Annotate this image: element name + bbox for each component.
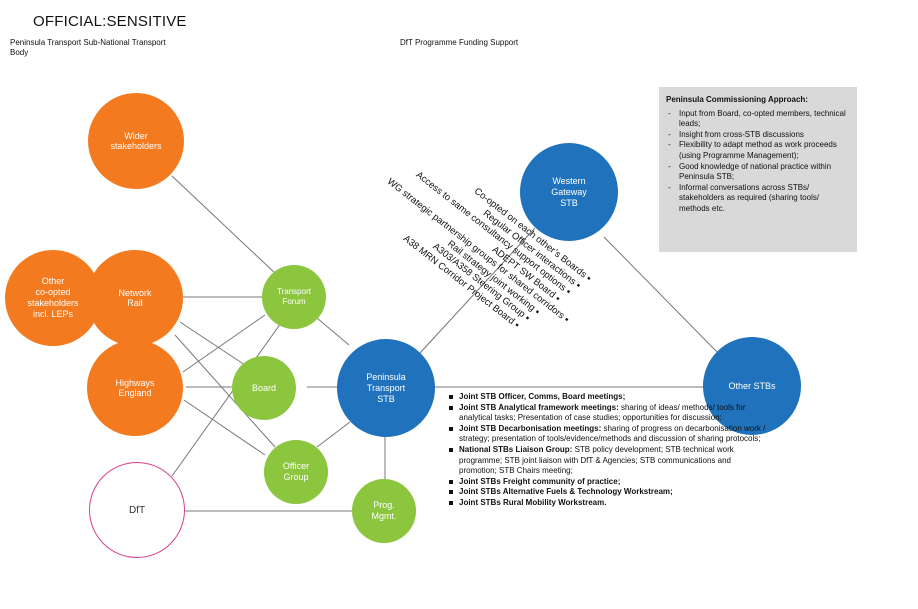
node-peninsula-transport-stb: Peninsula Transport STB	[337, 339, 435, 437]
edge-highways-forum	[182, 314, 266, 373]
node-other-stbs: Other STBs	[703, 337, 801, 435]
edge-rail-board	[179, 321, 246, 366]
approach-title: Peninsula Commissioning Approach:	[666, 95, 808, 104]
center-title: DfT Programme Funding Support	[400, 38, 519, 47]
left-title: Peninsula Transport Sub-National Transpo…	[10, 38, 166, 57]
approach-item: Informal conversations across STBs/ stak…	[666, 183, 851, 215]
activity-item: Joint STBs Freight community of practice…	[447, 477, 767, 488]
approach-item: Good knowledge of national practice with…	[666, 162, 851, 183]
node-western-gateway-stb: Western Gateway STB	[520, 143, 618, 241]
activity-item: Joint STB Decarbonisation meetings: shar…	[447, 424, 767, 445]
node-prog-mgmt: Prog. Mgmt.	[352, 479, 416, 543]
node-dft: DfT	[89, 462, 185, 558]
node-board: Board	[232, 356, 296, 420]
node-other-coopted-stakeholders: Other co-opted stakeholders incl. LEPs	[5, 250, 101, 346]
activity-item: National STBs Liaison Group: STB policy …	[447, 445, 767, 477]
node-officer-group: Officer Group	[264, 440, 328, 504]
node-wider-stakeholders: Wider stakeholders	[88, 93, 184, 189]
approach-item: Flexibility to adapt method as work proc…	[666, 140, 851, 161]
node-transport-forum: Transport Forum	[262, 265, 326, 329]
edge-officer-stb	[316, 421, 351, 448]
edge-forum-stb	[316, 317, 350, 346]
edge-dft-forum	[171, 322, 282, 477]
activity-item: Joint STBs Rural Mobility Workstream.	[447, 498, 767, 509]
commissioning-approach-panel: Peninsula Commissioning Approach: Input …	[659, 87, 857, 252]
approach-list: Input from Board, co-opted members, tech…	[666, 109, 851, 215]
approach-item: Input from Board, co-opted members, tech…	[666, 109, 851, 130]
approach-item: Insight from cross-STB discussions	[666, 130, 851, 141]
node-highways-england: Highways England	[87, 340, 183, 436]
node-network-rail: Network Rail	[87, 250, 183, 346]
activity-item: Joint STB Analytical framework meetings:…	[447, 403, 767, 424]
activity-item: Joint STB Officer, Comms, Board meetings…	[447, 392, 767, 403]
edge-western-other	[603, 236, 721, 356]
edge-wider-forum	[171, 175, 278, 276]
activity-item: Joint STBs Alternative Fuels & Technolog…	[447, 487, 767, 498]
edge-rail-officer	[174, 334, 276, 448]
edge-stb-western	[419, 227, 536, 354]
edge-highways-officer	[183, 399, 266, 456]
classification-label: OFFICIAL:SENSITIVE	[33, 13, 187, 30]
joint-activities-list: Joint STB Officer, Comms, Board meetings…	[447, 392, 767, 509]
